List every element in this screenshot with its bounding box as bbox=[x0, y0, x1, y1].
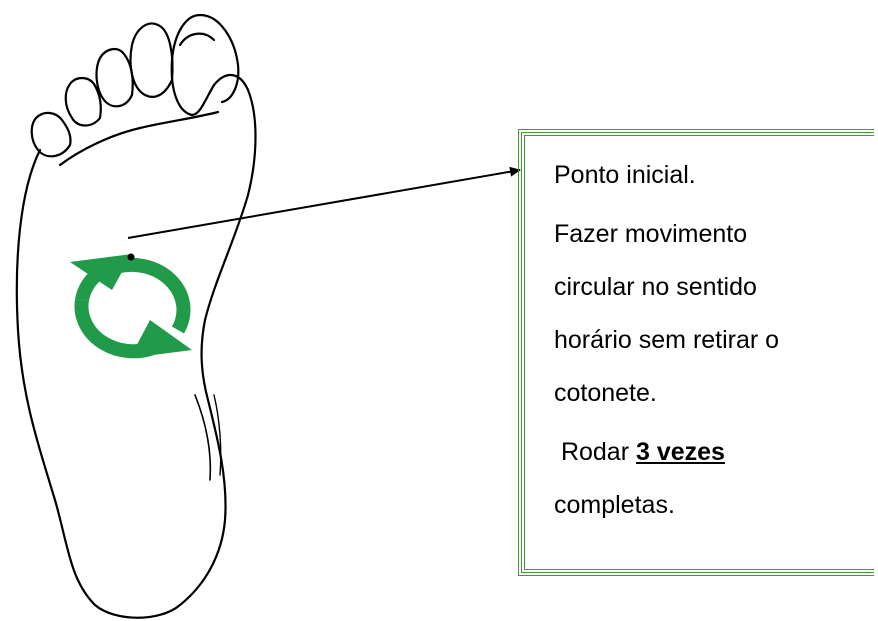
instruction-line: horário sem retirar o bbox=[554, 314, 864, 367]
pointer-arrow-icon bbox=[128, 170, 520, 238]
instruction-line: circular no sentido bbox=[554, 261, 864, 314]
start-point-label: Ponto inicial. bbox=[554, 149, 864, 202]
repeat-count: 3 vezes bbox=[636, 438, 725, 466]
clockwise-circular-arrows-icon bbox=[70, 254, 192, 358]
instruction-text: Ponto inicial. Fazer movimento circular … bbox=[554, 149, 864, 532]
instruction-box: Ponto inicial. Fazer movimento circular … bbox=[518, 129, 874, 576]
instruction-line: cotonete. bbox=[554, 367, 864, 420]
repeat-instruction: Rodar 3 vezes bbox=[554, 426, 864, 479]
instruction-line: Fazer movimento bbox=[554, 208, 864, 261]
start-point-dot-icon bbox=[128, 254, 135, 261]
repeat-suffix: completas. bbox=[554, 479, 864, 532]
repeat-prefix: Rodar bbox=[554, 438, 636, 466]
foot-outline-icon bbox=[17, 15, 256, 618]
